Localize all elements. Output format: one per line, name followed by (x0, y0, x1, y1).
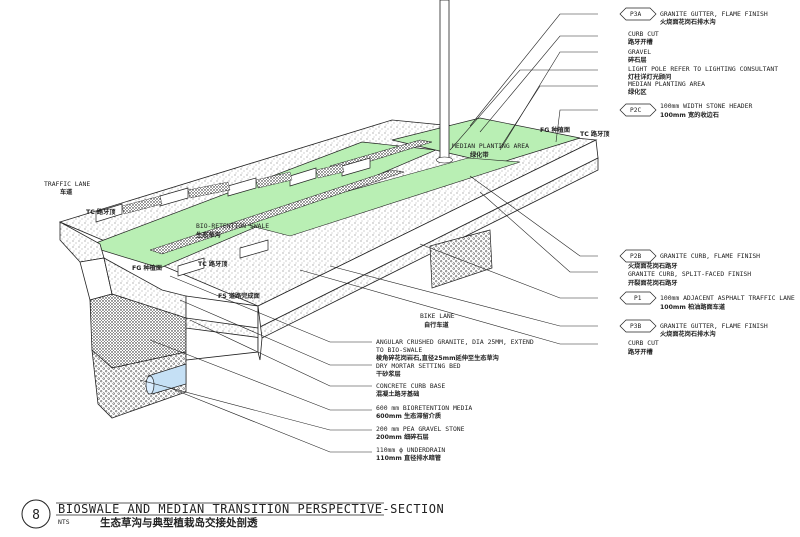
label-median: MEDIAN PLANTING AREA (452, 142, 529, 150)
callout-dry-mortar-cn: 干砂浆层 (376, 370, 401, 378)
label-fg-1: FG 种植面 (132, 264, 162, 272)
callout-light-pole-cn: 灯柱详灯光顾问 (628, 73, 671, 81)
callout-underdrain: 110mm ϕ UNDERDRAIN (376, 446, 445, 454)
callout-median-area: MEDIAN PLANTING AREA (628, 80, 705, 88)
tag-p3a: P3A (630, 11, 641, 18)
callout-median-area-cn: 绿化区 (628, 88, 647, 96)
tag-p1: P1 (634, 295, 642, 302)
curb-blocks (95, 157, 371, 277)
drawing-number-circle (21, 499, 51, 529)
callout-gravel: GRAVEL (628, 48, 651, 56)
leader-lines (139, 13, 598, 453)
drawing-number: 8 (32, 508, 40, 523)
label-traffic-lane: TRAFFIC LANE (44, 180, 90, 188)
callout-bioretention-media: 600 mm BIORETENTION MEDIA (376, 404, 472, 412)
median-planting (391, 117, 581, 165)
callout-crushed-granite-cn: 棱角碎花岗岩石,直径25mm延伸至生态草沟 (376, 354, 499, 362)
callout-granite-curb-flame-cn: 火烧面花岗石路牙 (628, 262, 678, 270)
callout-curb-cut-a: CURB CUT (628, 30, 659, 38)
callout-asphalt: 100mm ADJACENT ASPHALT TRAFFIC LANE (660, 294, 795, 302)
label-bio-swale-cn: 生态草沟 (196, 231, 221, 239)
label-tc-3: TC 路牙顶 (580, 130, 610, 138)
label-tc-1: TC 路牙顶 (86, 208, 116, 216)
title-scale: NTS (58, 518, 70, 526)
section-cut (59, 221, 263, 419)
callout-dry-mortar: DRY MORTAR SETTING BED (376, 362, 461, 370)
callout-curb-cut-b-cn: 路牙开槽 (628, 348, 654, 356)
bottom-callouts: ANGULAR CRUSHED GRANITE, DIA 25MM, EXTEN… (376, 338, 534, 462)
callout-curb-cut-b: CURB CUT (628, 339, 659, 347)
crushed-granite (121, 163, 345, 215)
callout-granite-curb-flame: GRANITE CURB, FLAME FINISH (660, 252, 760, 260)
callout-granite-curb-split: GRANITE CURB, SPLIT-FACED FINISH (628, 270, 751, 278)
callout-pea-gravel: 200 mm PEA GRAVEL STONE (376, 425, 465, 433)
label-bike-lane: BIKE LANE (420, 312, 455, 320)
callout-granite-gutter-b-cn: 火烧面花岗石排水沟 (660, 330, 716, 338)
callout-granite-gutter-a-cn: 火烧面花岗石排水沟 (660, 18, 716, 26)
hex-tags (619, 7, 657, 333)
right-callouts: P3A GRANITE GUTTER, FLAME FINISH 火烧面花岗石排… (628, 10, 795, 356)
callout-concrete-base: CONCRETE CURB BASE (376, 382, 445, 390)
gravel-strip (149, 169, 405, 255)
callout-underdrain-cn: 110mm 直径排水暗管 (376, 454, 441, 462)
title-en: BIOSWALE AND MEDIAN TRANSITION PERSPECTI… (58, 502, 444, 516)
drawing-labels: TRAFFIC LANE 车道 BIO-RETENTION SWALE 生态草沟… (44, 126, 610, 329)
label-bike-lane-cn: 自行车道 (424, 321, 450, 329)
tag-p2b: P2B (630, 253, 641, 260)
callout-stone-header-cn: 100mm 宽的收边石 (660, 111, 719, 119)
label-median-cn: 绿化带 (470, 151, 489, 159)
callout-crushed-granite-2: TO BIO-SWALE (376, 346, 422, 354)
callout-granite-curb-split-cn: 开裂面花岗石路牙 (628, 279, 678, 287)
callout-granite-gutter-a: GRANITE GUTTER, FLAME FINISH (660, 10, 768, 18)
callout-stone-header: 100mm WIDTH STONE HEADER (660, 102, 752, 110)
callout-crushed-granite: ANGULAR CRUSHED GRANITE, DIA 25MM, EXTEN… (376, 338, 534, 346)
underdrain-pipe (145, 363, 187, 395)
underdrain-trench (429, 229, 493, 289)
callout-granite-gutter-b: GRANITE GUTTER, FLAME FINISH (660, 322, 768, 330)
callout-gravel-cn: 碎石层 (628, 56, 647, 64)
callout-pea-gravel-cn: 200mm 细碎石层 (376, 433, 429, 441)
callout-concrete-base-cn: 混凝土路牙基础 (376, 390, 419, 398)
tag-p2c: P2C (630, 107, 641, 114)
callout-asphalt-cn: 100mm 柏油路面车道 (660, 303, 726, 311)
label-fs: FS 道路完成面 (218, 292, 260, 300)
label-traffic-lane-cn: 车道 (60, 188, 73, 196)
callout-curb-cut-a-cn: 路牙开槽 (628, 38, 654, 46)
label-bio-swale: BIO-RETENTION SWALE (196, 222, 269, 230)
median-planting-lower (234, 157, 521, 237)
light-pole (436, 0, 453, 164)
title-cn: 生态草沟与典型植栽岛交接处剖透 (100, 516, 258, 529)
title-block: 8 BIOSWALE AND MEDIAN TRANSITION PERSPEC… (21, 499, 444, 529)
callout-light-pole: LIGHT POLE REFER TO LIGHTING CONSULTANT (628, 65, 778, 73)
label-tc-2: TC 路牙顶 (198, 260, 228, 268)
label-fg-2: FG 种植面 (540, 126, 570, 134)
callout-bioretention-media-cn: 600mm 生态滞留介质 (376, 412, 442, 420)
tag-p3b: P3B (630, 323, 641, 330)
